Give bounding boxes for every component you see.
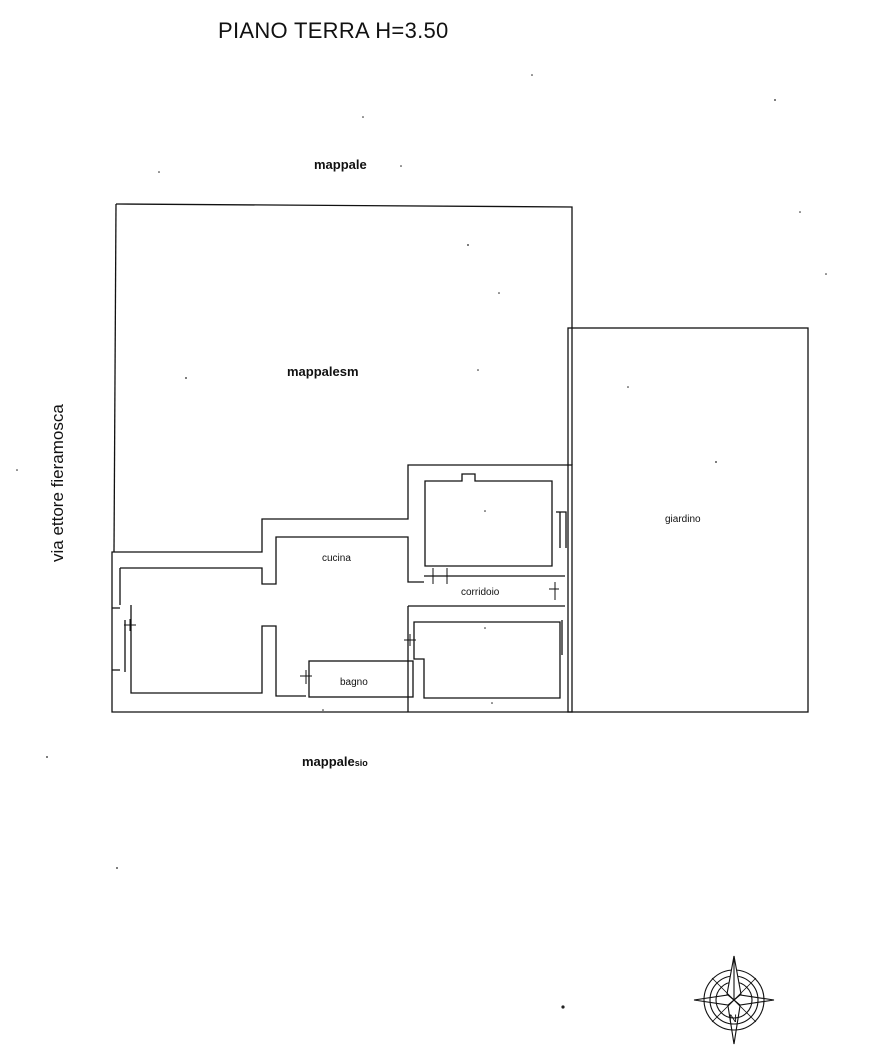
- garden-label: giardino: [665, 514, 701, 525]
- corridor-label: corridoio: [461, 587, 500, 598]
- main-parcel-outline: [115, 203, 573, 465]
- room-bedroom-lower: [413, 621, 561, 699]
- north-compass-icon: [693, 955, 775, 1045]
- main-parcel-name: mappale: [287, 364, 340, 379]
- bathroom-outline: [308, 660, 414, 698]
- compass-north-letter: N: [729, 1013, 737, 1025]
- kitchen-label: cucina: [322, 553, 351, 564]
- bathroom-label: bagno: [340, 677, 368, 688]
- garden-outline: [567, 327, 809, 713]
- entrance-wall: [112, 607, 126, 672]
- apartment-outer-wall: [111, 464, 573, 713]
- page-title: PIANO TERRA H=3.50: [218, 18, 449, 43]
- room-bedroom-upper: [424, 473, 553, 567]
- south-parcel-label: mappalesio: [302, 754, 368, 769]
- street-label: via ettore fieramosca: [48, 404, 67, 562]
- door-ticks: [124, 568, 559, 684]
- room-left: [119, 536, 424, 697]
- main-parcel-label: mappalesm: [287, 364, 359, 379]
- north-parcel-label: mappale: [314, 157, 367, 172]
- south-parcel-name: mappale: [302, 754, 355, 769]
- south-parcel-suffix: sio: [354, 758, 368, 768]
- main-parcel-suffix: sm: [339, 364, 359, 379]
- right-balcony-marks: [556, 511, 567, 655]
- main-parcel-left-edge: [113, 203, 117, 553]
